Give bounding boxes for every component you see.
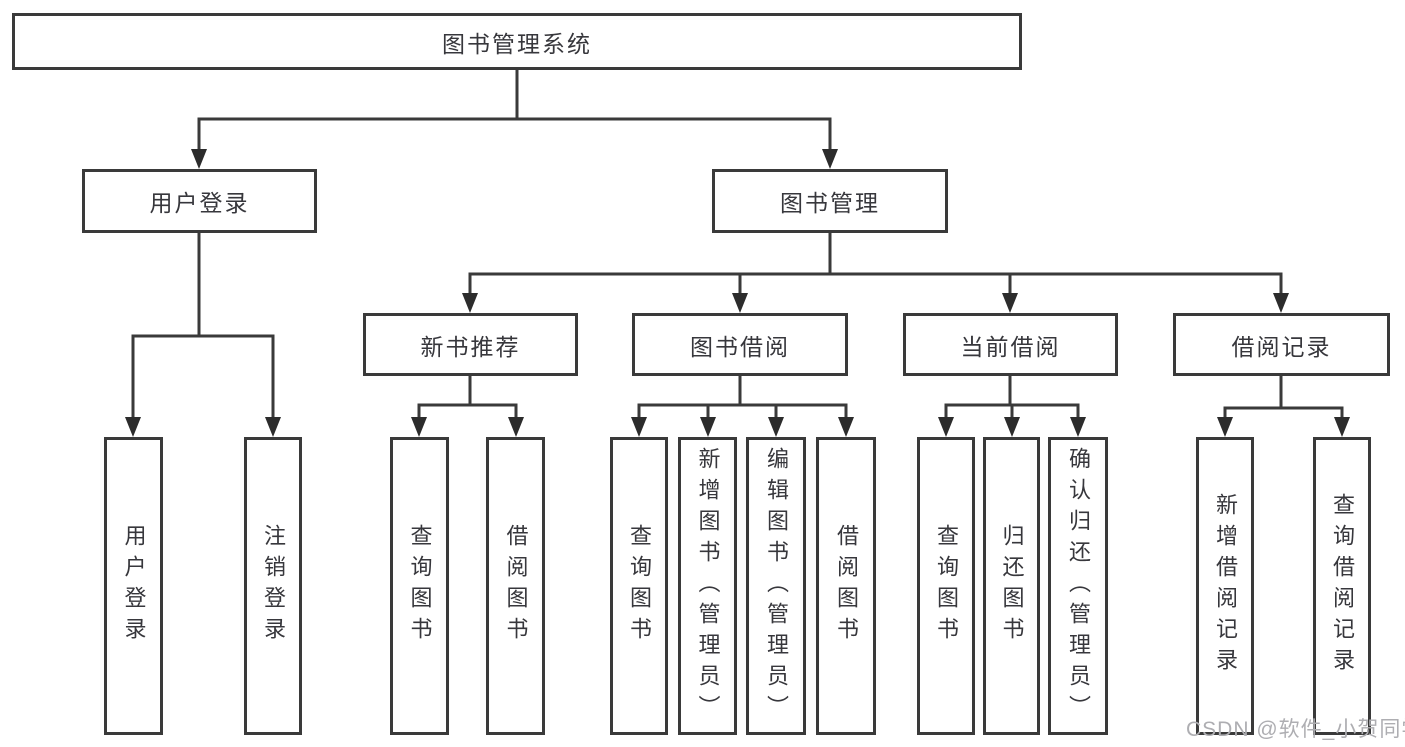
- arrow-down-icon: [1273, 293, 1289, 313]
- leaf-query-books-recommend: 查询图书: [390, 437, 449, 735]
- leaf-add-borrow-record: 新增借阅记录: [1196, 437, 1254, 735]
- leaf-logout-login: 注销登录: [244, 437, 302, 735]
- arrow-down-icon: [838, 417, 854, 437]
- leaf-add-book-admin: 新增图书（管理员）: [678, 437, 737, 735]
- arrow-down-icon: [508, 417, 524, 437]
- arrow-down-icon: [732, 293, 748, 313]
- arrow-down-icon: [822, 149, 838, 169]
- connector-borrowrecord-to-leaves: [1217, 376, 1350, 437]
- arrow-down-icon: [1334, 417, 1350, 437]
- arrow-down-icon: [631, 417, 647, 437]
- arrow-down-icon: [411, 417, 427, 437]
- node-new-book-recommend: 新书推荐: [363, 313, 578, 376]
- node-current-borrow: 当前借阅: [903, 313, 1118, 376]
- connector-root-to-level2: [191, 70, 838, 169]
- leaf-borrow-books-recommend: 借阅图书: [486, 437, 545, 735]
- arrow-down-icon: [462, 293, 478, 313]
- arrow-down-icon: [1004, 417, 1020, 437]
- arrow-down-icon: [1002, 293, 1018, 313]
- arrow-down-icon: [191, 149, 207, 169]
- arrow-down-icon: [265, 417, 281, 437]
- node-root: 图书管理系统: [12, 13, 1022, 70]
- arrow-down-icon: [938, 417, 954, 437]
- node-borrow-record: 借阅记录: [1173, 313, 1390, 376]
- leaf-query-borrow-record: 查询借阅记录: [1313, 437, 1371, 735]
- node-book-borrow: 图书借阅: [632, 313, 848, 376]
- node-user-login: 用户登录: [82, 169, 317, 233]
- arrow-down-icon: [768, 417, 784, 437]
- arrow-down-icon: [1217, 417, 1233, 437]
- leaf-query-books-current: 查询图书: [917, 437, 975, 735]
- leaf-borrow-books: 借阅图书: [816, 437, 876, 735]
- connector-bookborrow-to-leaves: [631, 376, 854, 437]
- connector-newbook-to-leaves: [411, 376, 524, 437]
- leaf-query-books-borrow: 查询图书: [610, 437, 668, 735]
- leaf-user-login: 用户登录: [104, 437, 163, 735]
- leaf-return-book: 归还图书: [983, 437, 1040, 735]
- connector-bookmgmt-to-level3: [462, 233, 1289, 313]
- arrow-down-icon: [125, 417, 141, 437]
- leaf-edit-book-admin: 编辑图书（管理员）: [746, 437, 806, 735]
- connector-userlogin-to-leaves: [125, 233, 281, 437]
- arrow-down-icon: [1070, 417, 1086, 437]
- arrow-down-icon: [700, 417, 716, 437]
- leaf-confirm-return-admin: 确认归还（管理员）: [1048, 437, 1108, 735]
- csdn-watermark: CSDN @软件_小贺同学: [1186, 718, 1405, 741]
- connector-currentborrow-to-leaves: [938, 376, 1086, 437]
- node-book-management: 图书管理: [712, 169, 948, 233]
